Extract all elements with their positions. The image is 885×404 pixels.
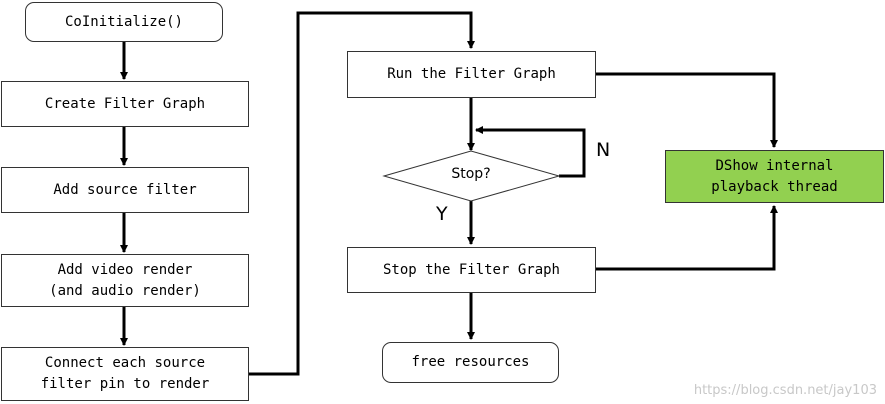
coinitialize-node: CoInitialize() <box>25 2 223 42</box>
no-label: N <box>596 139 611 161</box>
arrow-no-loop <box>475 126 586 178</box>
stop-filter-graph-node: Stop the Filter Graph <box>347 247 596 293</box>
yes-label: Y <box>436 203 448 225</box>
arrow-stop-to-thread <box>596 205 778 271</box>
dshow-playback-thread-node: DShow internal playback thread <box>665 150 884 203</box>
add-video-render-node: Add video render (and audio render) <box>1 254 249 307</box>
arrow-run-to-thread <box>596 72 778 148</box>
run-filter-graph-node: Run the Filter Graph <box>347 51 596 98</box>
arrow-connect-to-run <box>249 11 475 376</box>
stop-decision-diamond <box>382 150 561 202</box>
watermark: https://blog.csdn.net/jay103 <box>693 383 877 398</box>
connect-pins-node: Connect each source filter pin to render <box>1 347 249 401</box>
add-source-filter-node: Add source filter <box>1 167 249 213</box>
free-resources-node: free resources <box>382 342 559 383</box>
create-filter-graph-node: Create Filter Graph <box>1 81 249 127</box>
stop-decision-label: Stop? <box>451 166 491 182</box>
